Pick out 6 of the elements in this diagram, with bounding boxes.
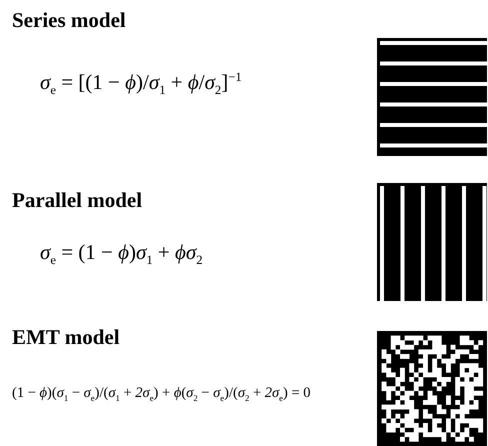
section-heading: Series model: [12, 8, 126, 33]
section-heading: Parallel model: [12, 188, 142, 213]
formula: σ$_{e}$ = [(1 − ϕ)/σ$_{1}$ + ϕ/σ$_{2}$]$^{−1}$: [40, 70, 242, 98]
section-heading: EMT model: [12, 325, 120, 350]
formula: σ$_{e}$ = (1 − ϕ)σ$_{1}$ + ϕσ$_{2}$: [40, 240, 203, 268]
formula: (1 − ϕ)(σ$_{1}$ − σ$_{e}$)/(σ$_{1}$ + 2σ$_{e}$) + ϕ(σ$_{2}$ − σ$_{e}$)/(σ$_{2}$ + 2σ$_{e}$) = 0: [12, 385, 311, 403]
